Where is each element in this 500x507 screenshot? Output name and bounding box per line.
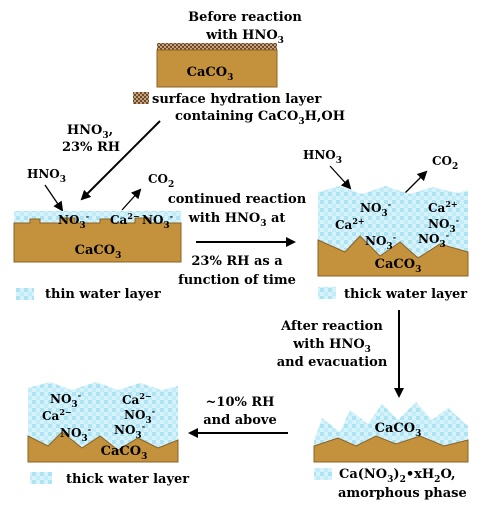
left-hno3-arrow <box>44 184 64 212</box>
left-ion-no3-a: NO3- <box>58 211 89 231</box>
right-hno3: HNO3 <box>303 148 342 166</box>
arrow1-label-line1: HNO3, <box>67 123 113 141</box>
top-caco3-block <box>156 49 278 88</box>
arrow1-label-line2: 23% RH <box>62 140 120 155</box>
arrow3-line2: with HNO3 <box>292 337 371 355</box>
right-hno3-arrow <box>329 165 352 190</box>
amorphous-legend-line2: amorphous phase <box>338 486 467 501</box>
right-caco3-label: CaCO3 <box>375 257 422 275</box>
left-caco3-block <box>13 217 182 263</box>
left-caco3-label: CaCO3 <box>75 243 122 261</box>
top-caco3-label: CaCO3 <box>187 65 234 83</box>
left-ion-no3-b: NO3- <box>142 211 173 231</box>
arrow3-line1: After reaction <box>280 319 383 334</box>
bottom-right-caco3-label: CaCO3 <box>375 421 422 439</box>
right-ion-ca-1: Ca2+ <box>335 216 365 232</box>
right-co2-arrow <box>404 170 428 194</box>
left-co2-arrow <box>121 188 142 211</box>
arrow-1 <box>80 120 161 201</box>
right-ion-no3-4: NO3- <box>418 230 449 250</box>
top-title-line2: with HNO3 <box>205 28 284 46</box>
left-hno3: HNO3 <box>27 167 66 185</box>
arrow2-line3: 23% RH as a <box>191 254 283 269</box>
arrow2-line1: continued reaction <box>168 192 307 207</box>
hydration-legend-swatch <box>133 92 149 104</box>
right-caco3-block <box>317 235 469 277</box>
amorphous-legend-line1: Ca(NO3)2•xH2O, <box>339 467 456 485</box>
right-ion-no3-3: NO3- <box>428 215 459 235</box>
thick-water-legend-1: thick water layer <box>344 287 467 302</box>
right-ion-no3-1: NO3- <box>360 199 391 219</box>
bl-ion-no3-4: NO3- <box>114 421 145 441</box>
arrow3-line3: and evacuation <box>277 355 388 370</box>
arrow2-line2: with HNO3 at <box>188 211 286 229</box>
bl-ion-ca-2: Ca2− <box>122 391 152 407</box>
thick-water-legend-swatch-1 <box>318 287 336 299</box>
thin-water-legend: thin water layer <box>45 287 161 302</box>
bl-caco3-label: CaCO3 <box>101 444 148 462</box>
thick-water-legend-2: thick water layer <box>66 472 189 487</box>
bottom-left-caco3-block <box>27 431 179 463</box>
left-ion-ca: Ca2− <box>110 211 140 227</box>
bl-ion-no3-2: NO3- <box>124 406 155 426</box>
bl-ion-no3-3: NO3- <box>60 424 91 444</box>
bl-ion-ca-1: Ca2− <box>42 407 72 423</box>
top-title-line1: Before reaction <box>188 10 302 25</box>
arrow2-line4: function of time <box>178 273 296 288</box>
top-hydration-layer <box>157 43 277 50</box>
right-ion-no3-2: NO3- <box>365 232 396 252</box>
bl-ion-no3-1: NO3- <box>50 390 81 410</box>
right-ion-ca-2: Ca2+ <box>428 199 458 215</box>
thin-water-legend-swatch <box>16 288 34 300</box>
hydration-legend-line1: surface hydration layer <box>152 92 321 107</box>
bottom-right-caco3-block <box>313 435 469 463</box>
amorphous-legend-swatch <box>314 468 332 480</box>
right-co2: CO2 <box>432 154 458 172</box>
left-co2: CO2 <box>148 172 174 190</box>
arrow4-line1: ~10% RH <box>206 395 275 410</box>
thick-water-legend-swatch-2 <box>30 472 52 484</box>
arrow4-line2: and above <box>203 413 277 428</box>
hydration-legend-line2: containing CaCO3H,OH <box>175 109 345 127</box>
